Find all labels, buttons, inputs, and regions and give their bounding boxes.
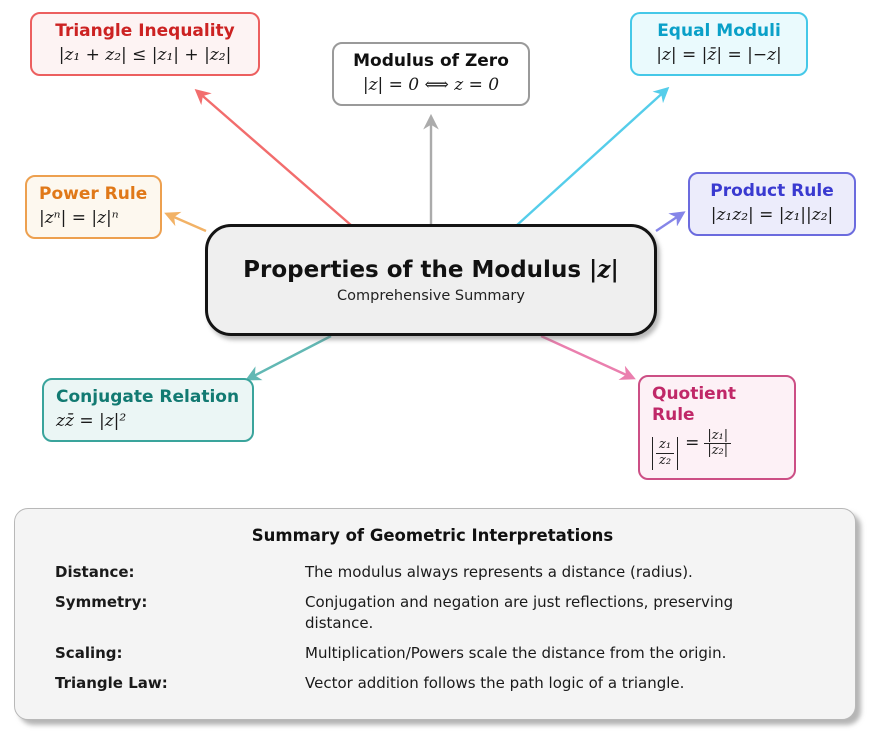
- node-title: Modulus of Zero: [353, 51, 509, 71]
- node-formula: |z| = |z̄| = |−z|: [656, 45, 782, 66]
- summary-title: Summary of Geometric Interpretations: [251, 526, 614, 545]
- summary-row-label: Distance:: [55, 563, 135, 581]
- summary-row-text: Conjugation and negation are just reflec…: [305, 593, 734, 632]
- arrow-to-power-rule: [164, 211, 207, 233]
- fraction: |z₁| |z₂|: [704, 428, 732, 460]
- equals-sign: =: [685, 433, 700, 454]
- node-conjugate-relation: Conjugate Relation zz̄ = |z|²: [42, 378, 254, 443]
- center-title-text: Properties of the Modulus: [243, 257, 582, 283]
- summary-row-text: Multiplication/Powers scale the distance…: [305, 643, 727, 662]
- node-title: Triangle Inequality: [55, 21, 235, 41]
- summary-row-label: Scaling:: [55, 643, 123, 662]
- node-title: Equal Moduli: [657, 21, 781, 41]
- node-title: Quotient Rule: [652, 384, 736, 426]
- summary-panel: Summary of Geometric Interpretations Dis…: [14, 508, 856, 720]
- arrow-to-triangle-inequality: [194, 88, 353, 227]
- center-node: Properties of the Modulus |z| Comprehens…: [205, 224, 657, 336]
- node-modulus-of-zero: Modulus of Zero |z| = 0 ⟺ z = 0: [332, 42, 530, 107]
- node-equal-moduli: Equal Moduli |z| = |z̄| = |−z|: [630, 12, 808, 77]
- arrow-to-equal-moduli: [515, 86, 670, 227]
- node-product-rule: Product Rule |z₁z₂| = |z₁||z₂|: [688, 172, 856, 237]
- summary-row-text: The modulus always represents a distance…: [305, 563, 693, 581]
- node-title: Power Rule: [39, 184, 148, 204]
- arrow-to-quotient-rule: [540, 334, 636, 380]
- node-formula: zz̄ = |z|²: [56, 411, 127, 432]
- node-formula: |z₁ + z₂| ≤ |z₁| + |z₂|: [58, 45, 232, 66]
- summary-row-distance: Distance: The modulus always represents …: [55, 562, 810, 582]
- summary-row-symmetry: Symmetry: Conjugation and negation are j…: [55, 592, 810, 633]
- absolute-value-fraction: z₁ z₂: [652, 437, 679, 471]
- fraction-denominator: |z₂|: [707, 443, 729, 459]
- summary-row-label: Symmetry:: [55, 593, 148, 612]
- node-power-rule: Power Rule |zⁿ| = |z|ⁿ: [25, 175, 162, 240]
- fraction-numerator: |z₁|: [704, 428, 732, 445]
- summary-row-triangle-law: Triangle Law: Vector addition follows th…: [55, 673, 810, 693]
- node-title: Conjugate Relation: [56, 387, 240, 407]
- arrow-to-product-rule: [655, 211, 686, 232]
- summary-row-scaling: Scaling: Multiplication/Powers scale the…: [55, 643, 810, 663]
- node-formula: |zⁿ| = |z|ⁿ: [39, 208, 119, 229]
- node-formula: |z| = 0 ⟺ z = 0: [362, 75, 500, 96]
- node-quotient-rule: Quotient Rule z₁ z₂ = |z₁| |z₂|: [638, 375, 796, 481]
- node-formula: z₁ z₂ = |z₁| |z₂|: [652, 428, 782, 471]
- fraction: z₁ z₂: [656, 437, 675, 469]
- fraction-denominator: z₂: [659, 453, 672, 469]
- fraction-numerator: z₁: [656, 437, 675, 455]
- center-subtitle: Comprehensive Summary: [337, 288, 525, 304]
- arrow-to-conjugate-relation: [245, 334, 332, 381]
- summary-row-text: Vector addition follows the path logic o…: [305, 674, 685, 692]
- summary-row-label: Triangle Law:: [55, 674, 168, 692]
- node-triangle-inequality: Triangle Inequality |z₁ + z₂| ≤ |z₁| + |…: [30, 12, 260, 77]
- center-title: Properties of the Modulus |z|: [243, 256, 619, 283]
- node-formula: |z₁z₂| = |z₁||z₂|: [710, 205, 834, 226]
- center-title-math: |z|: [589, 256, 619, 283]
- node-title: Product Rule: [710, 181, 834, 201]
